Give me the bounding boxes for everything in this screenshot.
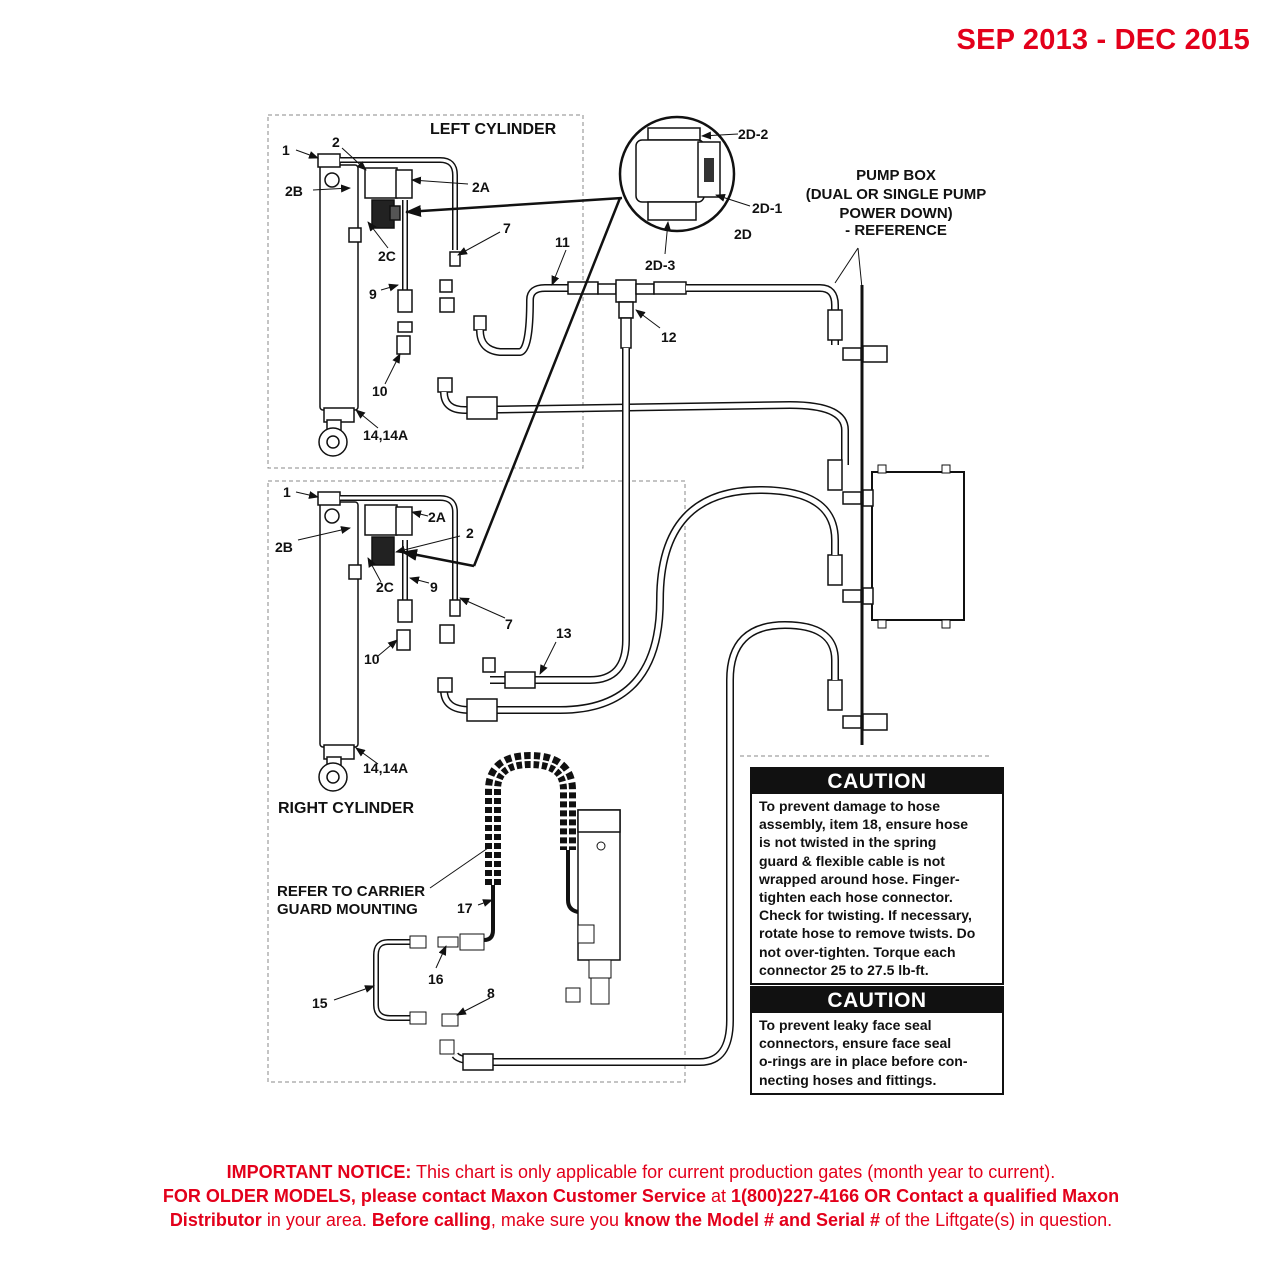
notice-text: in your area. bbox=[261, 1210, 372, 1230]
pump-box-label-line3: POWER DOWN) bbox=[839, 205, 952, 222]
left-valve-assembly bbox=[317, 153, 487, 393]
callout-l12: 12 bbox=[661, 329, 677, 345]
pump-port-fittings bbox=[827, 309, 888, 731]
notice-older-models: FOR OLDER MODELS, please contact Maxon C… bbox=[162, 1186, 706, 1206]
callout-l2b: 2B bbox=[285, 183, 303, 199]
caution-box-face-seal: CAUTION To prevent leaky face seal conne… bbox=[750, 986, 1004, 1095]
callout-c17: 17 bbox=[457, 900, 473, 916]
callout-l9: 9 bbox=[369, 286, 377, 302]
notice-phone: 1(800)227-4166 OR Contact a qualified Ma… bbox=[731, 1186, 1120, 1206]
caution-title: CAUTION bbox=[752, 769, 1002, 794]
caution-text: To prevent damage to hose assembly, item… bbox=[759, 798, 976, 978]
callout-r2b: 2B bbox=[275, 539, 293, 555]
callout-r2a: 2A bbox=[428, 509, 446, 525]
callout-r1: 1 bbox=[283, 484, 291, 500]
callout-l14: 14,14A bbox=[363, 427, 408, 443]
notice-text: at bbox=[706, 1186, 732, 1206]
notice-text: of the Liftgate(s) in question. bbox=[880, 1210, 1113, 1230]
notice-distributor: Distributor bbox=[169, 1210, 262, 1230]
right-cylinder-label: RIGHT CYLINDER bbox=[278, 800, 414, 817]
right-cylinder-region bbox=[267, 480, 686, 1083]
left-cylinder bbox=[318, 164, 362, 457]
pump-box-label: PUMP BOX (DUAL OR SINGLE PUMP POWER DOWN… bbox=[806, 167, 987, 239]
tee-fitting-12 bbox=[567, 279, 687, 349]
important-notice: IMPORTANT NOTICE: This chart is only app… bbox=[0, 1160, 1282, 1232]
callout-r13: 13 bbox=[556, 625, 572, 641]
notice-line-3: Distributor in your area. Before calling… bbox=[0, 1208, 1282, 1232]
notice-model-serial: know the Model # and Serial # bbox=[623, 1210, 881, 1230]
left-cylinder-label: LEFT CYLINDER bbox=[430, 121, 557, 138]
notice-before-calling: Before calling bbox=[371, 1210, 491, 1230]
notice-text: , make sure you bbox=[490, 1210, 624, 1230]
callout-r2c: 2C bbox=[376, 579, 394, 595]
callout-r2: 2 bbox=[466, 525, 474, 541]
date-range-title: SEP 2013 - DEC 2015 bbox=[956, 24, 1250, 56]
notice-label: IMPORTANT NOTICE: bbox=[226, 1162, 412, 1182]
carrier-ref-line1: REFER TO CARRIER bbox=[277, 883, 425, 900]
callout-r9: 9 bbox=[430, 579, 438, 595]
pump-box-label-line1: PUMP BOX bbox=[856, 167, 936, 184]
pump-box-label-line2: (DUAL OR SINGLE PUMP bbox=[806, 186, 987, 203]
right-cylinder bbox=[318, 501, 362, 792]
callout-2d-3: 2D-3 bbox=[645, 257, 676, 273]
flow-control-valve-detail bbox=[618, 115, 736, 233]
carrier-spring-guard bbox=[483, 751, 621, 1005]
callout-l2a: 2A bbox=[472, 179, 490, 195]
detail-leader-lower-arrow bbox=[401, 548, 475, 568]
callout-l11: 11 bbox=[555, 234, 570, 250]
notice-line-1: IMPORTANT NOTICE: This chart is only app… bbox=[0, 1160, 1282, 1184]
hose-main-to-pump bbox=[686, 284, 839, 345]
callout-2d: 2D bbox=[734, 226, 752, 242]
callout-r10: 10 bbox=[364, 651, 380, 667]
callout-2d-2: 2D-2 bbox=[738, 126, 769, 142]
callout-r14: 14,14A bbox=[363, 760, 408, 776]
caution-title: CAUTION bbox=[752, 988, 1002, 1013]
callout-c16: 16 bbox=[428, 971, 444, 987]
callout-c15: 15 bbox=[312, 995, 328, 1011]
callout-l2: 2 bbox=[332, 134, 340, 150]
notice-line-2: FOR OLDER MODELS, please contact Maxon C… bbox=[0, 1184, 1282, 1208]
callout-l1: 1 bbox=[282, 142, 290, 158]
pump-box-label-line4: - REFERENCE bbox=[845, 222, 947, 239]
carrier-ref-line2: GUARD MOUNTING bbox=[277, 901, 418, 918]
callout-l2c: 2C bbox=[378, 248, 396, 264]
callout-l10: 10 bbox=[372, 383, 388, 399]
caution-text: To prevent leaky face seal connectors, e… bbox=[759, 1017, 968, 1088]
detail-leader-lower bbox=[472, 197, 622, 567]
callout-r7: 7 bbox=[505, 616, 513, 632]
notice-text: This chart is only applicable for curren… bbox=[411, 1162, 1056, 1182]
callout-leaders bbox=[295, 131, 863, 1016]
caution-box-hose-twist: CAUTION To prevent damage to hose assemb… bbox=[750, 767, 1004, 986]
detail-leader-upper bbox=[405, 196, 623, 218]
right-valve-assembly bbox=[317, 491, 496, 693]
callout-c8: 8 bbox=[487, 985, 495, 1001]
callout-2d-1: 2D-1 bbox=[752, 200, 783, 216]
callout-l7: 7 bbox=[503, 220, 511, 236]
pump-box bbox=[871, 471, 965, 621]
hose-15-loop bbox=[373, 933, 485, 1055]
